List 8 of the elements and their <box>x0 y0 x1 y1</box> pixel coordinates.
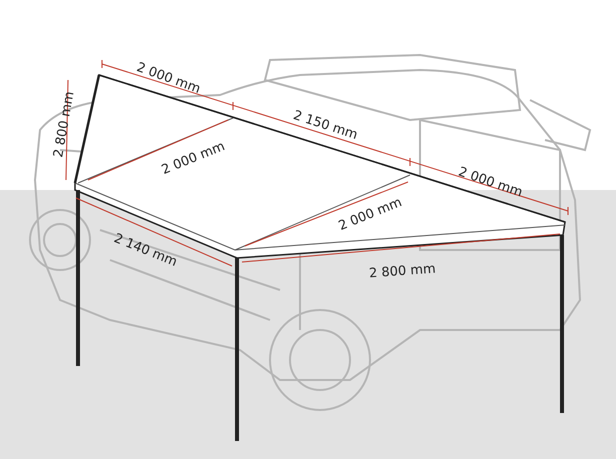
dimension-label: 2 000 mm <box>336 194 404 234</box>
dimension-label: 2 000 mm <box>159 138 227 178</box>
dimension-label: 2 150 mm <box>290 108 359 142</box>
dimension-label: 2 800 mm <box>50 90 78 158</box>
dimension-label: 2 000 mm <box>456 164 524 200</box>
dimension-label: 2 140 mm <box>111 230 179 270</box>
dimension-label: 2 800 mm <box>368 261 436 281</box>
dimension-label: 2 000 mm <box>134 60 202 96</box>
